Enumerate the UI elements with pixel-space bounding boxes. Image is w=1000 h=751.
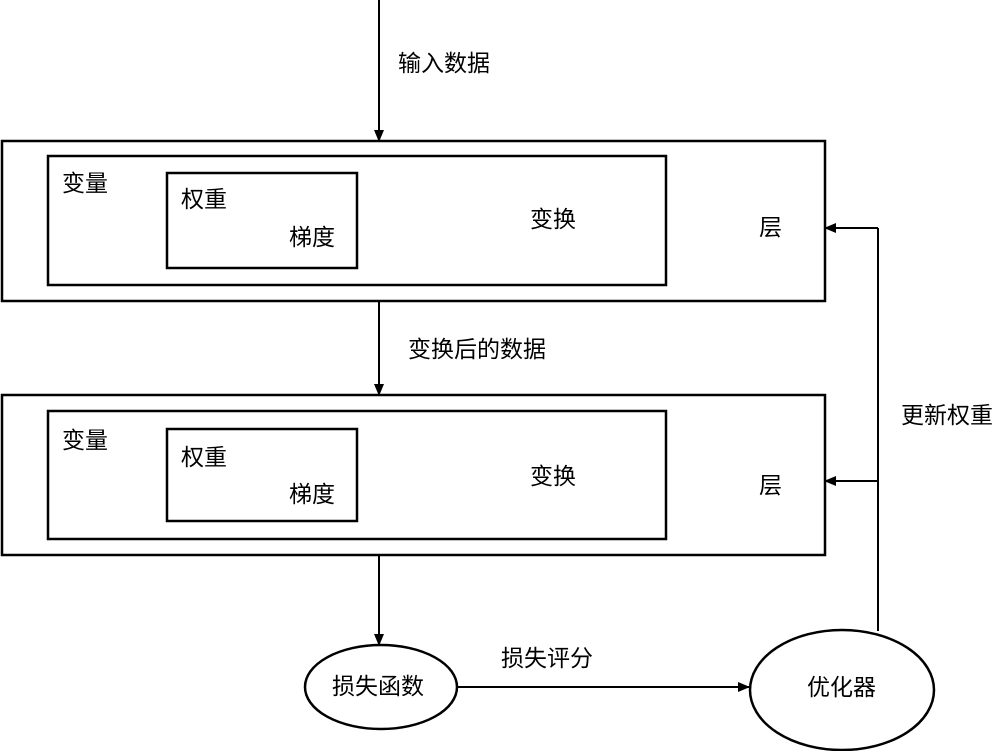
- layer-1-variable-label: 变量: [62, 171, 108, 197]
- layer-1-gradient-label: 梯度: [289, 225, 335, 251]
- layer-2-label: 层: [759, 473, 782, 499]
- optimizer-node: [748, 628, 936, 751]
- layer-2-transform-label: 变换: [530, 464, 576, 490]
- layer-1-label: 层: [759, 215, 782, 241]
- transformed-data-label: 变换后的数据: [408, 337, 546, 363]
- layer-1-transform-label: 变换: [530, 207, 576, 233]
- layer-1-weights-label: 权重: [181, 187, 227, 213]
- input-data-label: 输入数据: [398, 51, 490, 77]
- loss-score-label: 损失评分: [501, 646, 593, 672]
- layer-2-gradient-label: 梯度: [289, 482, 335, 508]
- update-weights-label: 更新权重: [901, 403, 993, 429]
- optimizer-label: 优化器: [807, 675, 876, 701]
- layer-2-box: [0, 393, 827, 557]
- layer-2-variable-label: 变量: [62, 428, 108, 454]
- layer-1-variable-box: [46, 154, 668, 287]
- layer-1-box: [0, 139, 827, 303]
- loss-function-label: 损失函数: [332, 674, 424, 700]
- layer-2-weights-label: 权重: [181, 445, 227, 471]
- layer-1-weights-box: [165, 171, 359, 270]
- layer-2-variable-box: [46, 409, 668, 541]
- layer-2-weights-box: [165, 427, 359, 523]
